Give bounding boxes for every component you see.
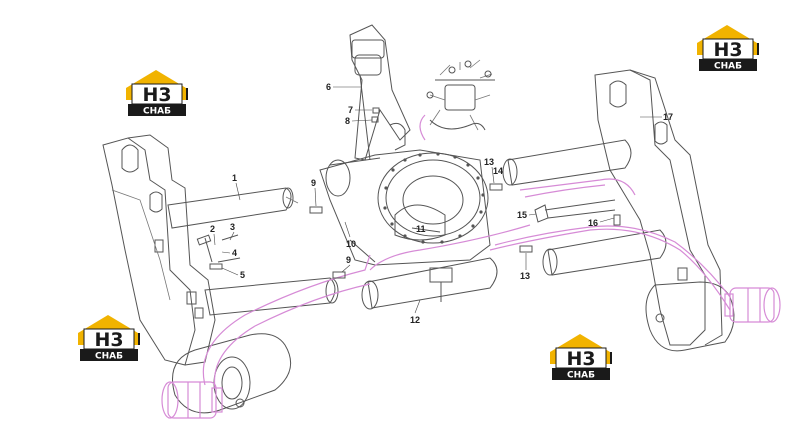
callout-2: 2 [210,224,216,246]
svg-text:15: 15 [517,210,527,220]
callout-11: 11 [416,224,426,234]
svg-text:9: 9 [311,178,316,188]
callout-12: 12 [410,299,421,325]
svg-text:H3: H3 [566,348,595,370]
svg-text:СНАБ: СНАБ [143,107,171,117]
svg-text:12: 12 [410,315,420,325]
callout-14: 14 [493,166,503,176]
svg-text:17: 17 [663,112,673,122]
callout-7: 7 [348,105,372,115]
svg-text:6: 6 [326,82,331,92]
cylinder-12 [361,257,498,310]
hydraulic-hoses [202,114,731,389]
callout-8: 8 [345,116,373,126]
svg-text:5: 5 [240,270,245,280]
rotary-valve-block [426,59,495,131]
right-travel-motor [724,287,781,323]
svg-text:14: 14 [493,166,503,176]
svg-text:10: 10 [346,239,356,249]
right-lower-cylinder [542,229,667,276]
svg-text:СНАБ: СНАБ [567,371,595,381]
right-side-frame [594,69,723,346]
svg-text:11: 11 [416,224,426,234]
svg-text:3: 3 [230,222,235,232]
callout-10: 10 [344,221,356,249]
brand-logo: H3 СНАБ [126,70,188,117]
svg-text:2: 2 [210,224,215,234]
svg-text:4: 4 [232,248,237,258]
bracket-15 [534,199,616,223]
svg-text:H3: H3 [713,39,742,61]
callout-13-lower: 13 [520,253,530,281]
svg-text:1: 1 [232,173,237,183]
right-upper-cylinder [502,139,632,186]
callout-4: 4 [221,248,237,258]
cylinder-1 [167,187,299,229]
callout-1: 1 [232,173,241,201]
svg-text:16: 16 [588,218,598,228]
callout-16: 16 [588,217,615,228]
brand-logo: H3 СНАБ [550,334,612,381]
svg-text:H3: H3 [94,329,123,351]
svg-text:8: 8 [345,116,350,126]
callout-13-upper: 13 [484,157,495,184]
callout-6: 6 [326,82,362,92]
svg-text:СНАБ: СНАБ [95,352,123,362]
brand-logo: H3 СНАБ [78,315,140,362]
callout-9-upper: 9 [311,178,317,207]
center-frame [319,149,491,266]
svg-text:9: 9 [346,255,351,265]
mast-6 [349,24,411,161]
slew-ring-bolts [383,152,485,244]
brand-logo: H3 СНАБ [697,25,759,72]
callout-9-lower: 9 [341,255,351,273]
left-travel-motor [161,381,223,419]
svg-text:13: 13 [484,157,494,167]
callout-17: 17 [640,112,673,122]
callout-5: 5 [221,267,245,280]
small-parts [196,107,621,279]
callout-15: 15 [517,210,537,220]
svg-text:13: 13 [520,271,530,281]
callout-3: 3 [229,222,235,241]
left-side-frame [102,134,216,366]
svg-text:7: 7 [348,105,353,115]
svg-text:H3: H3 [142,84,171,106]
svg-text:СНАБ: СНАБ [714,62,742,72]
